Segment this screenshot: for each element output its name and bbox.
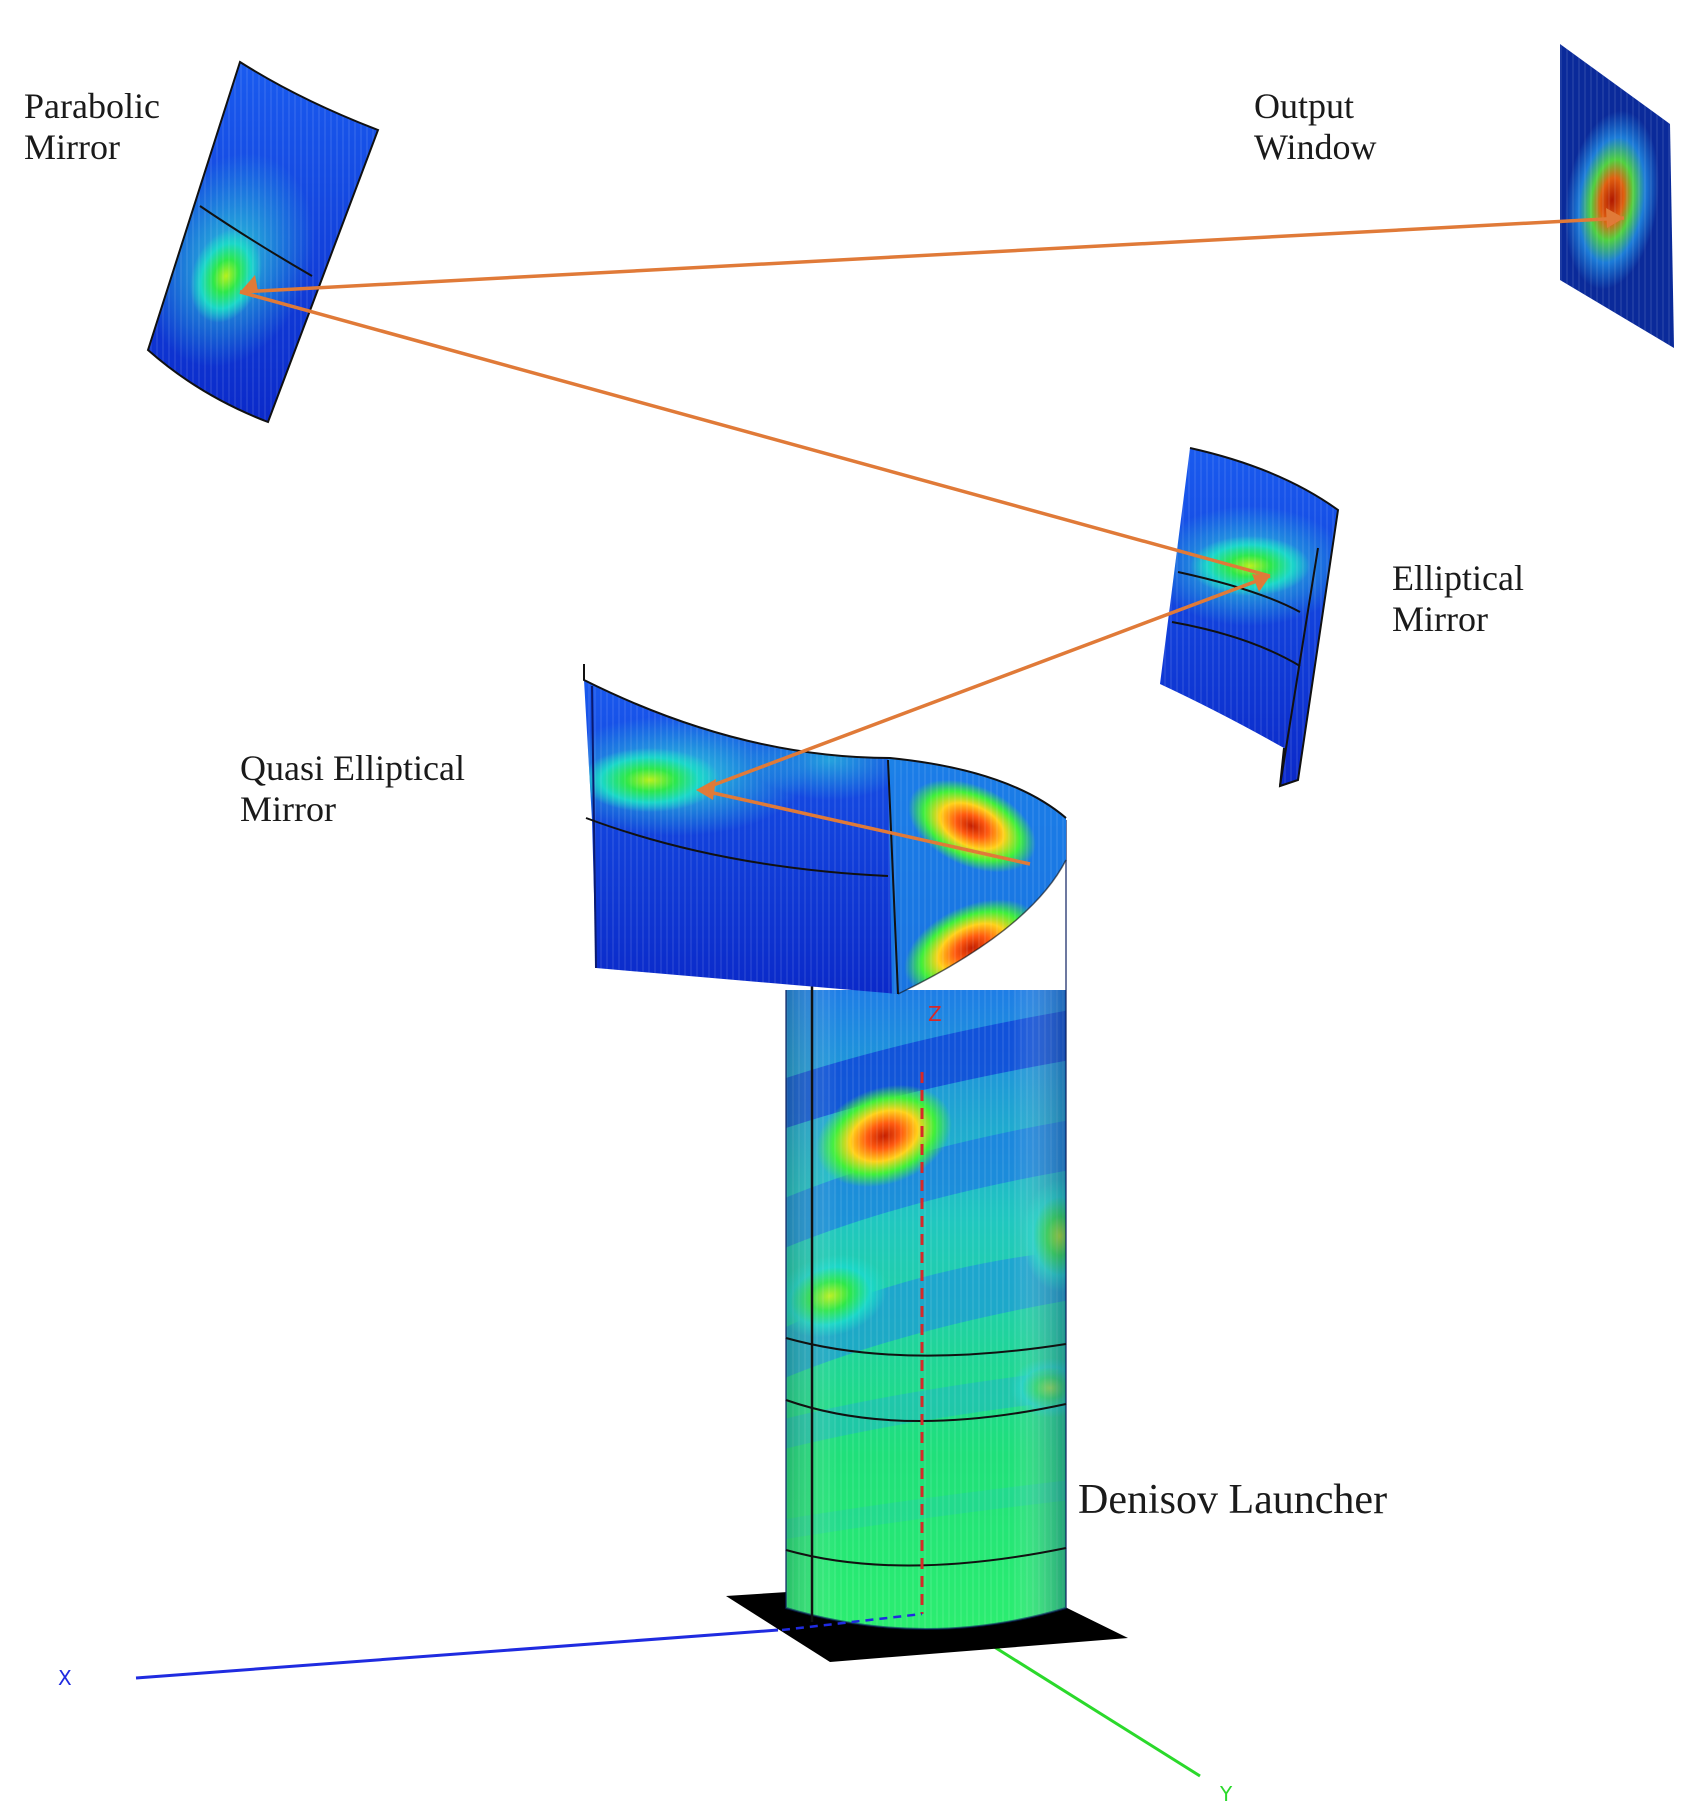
quasi-elliptical-mirror-label-line-2: Mirror (240, 789, 336, 829)
parabolic-mirror-label-line-2: Mirror (24, 127, 120, 167)
output-window-surface (1560, 44, 1674, 348)
elliptical-mirror-label: Elliptical Mirror (1392, 558, 1524, 640)
coordinate-axes (135, 1628, 1201, 1778)
x-axis-line (135, 1628, 779, 1680)
quasi-elliptical-mirror-label: Quasi Elliptical Mirror (240, 748, 465, 830)
elliptical-mirror-surface (1160, 447, 1340, 788)
y-axis-line (979, 1636, 1201, 1778)
x-axis-label: X (58, 1666, 72, 1690)
elliptical-mirror-label-line-2: Mirror (1392, 599, 1488, 639)
output-window-label-line-2: Window (1254, 127, 1377, 167)
quasi-elliptical-mirror-label-line-1: Quasi Elliptical (240, 748, 465, 788)
output-window-label: Output Window (1254, 86, 1377, 168)
elliptical-mirror-label-line-1: Elliptical (1392, 558, 1524, 598)
ray-arrowheads (240, 208, 1624, 800)
z-axis-label: Z (928, 1002, 942, 1026)
parabolic-mirror-label-line-1: Parabolic (24, 86, 160, 126)
quasi-elliptical-mirror-surface (583, 664, 1067, 995)
output-window-label-line-1: Output (1254, 86, 1355, 126)
denisov-launcher-tube (781, 820, 1067, 1632)
denisov-launcher-label-text: Denisov Launcher (1078, 1477, 1388, 1523)
ray-path (239, 216, 1625, 866)
parabolic-mirror-label: Parabolic Mirror (24, 86, 160, 168)
y-axis-label: Y (1220, 1782, 1233, 1806)
denisov-launcher-label: Denisov Launcher (1078, 1476, 1387, 1524)
